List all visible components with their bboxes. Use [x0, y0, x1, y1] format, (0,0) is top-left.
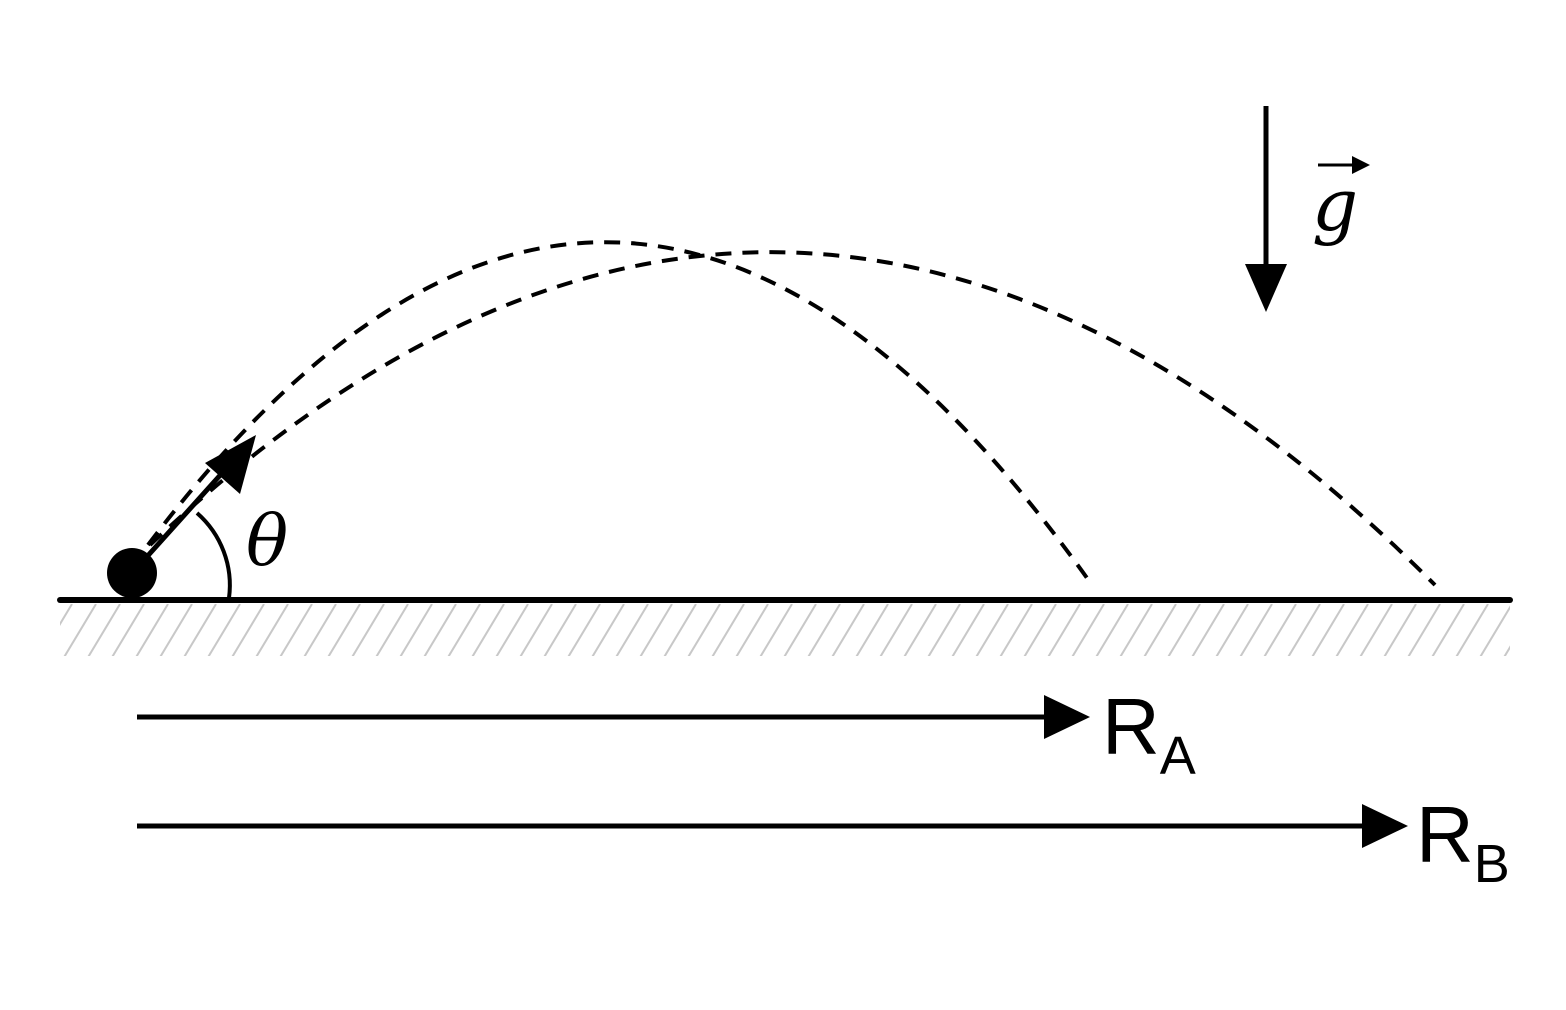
launch-velocity-arrowhead	[205, 435, 256, 494]
angle-arc	[195, 511, 232, 599]
gravity-label: g	[1312, 163, 1358, 247]
trajectory-b	[148, 250, 1437, 587]
range-a-arrowhead	[1044, 695, 1090, 739]
angle-label: θ	[246, 500, 288, 582]
range-a-subscript: A	[1160, 726, 1196, 786]
range-b-subscript: B	[1474, 834, 1510, 894]
range-a-label: RA	[1102, 682, 1196, 786]
launch-velocity-shaft	[133, 460, 234, 572]
projectile-ball	[107, 548, 157, 598]
trajectory-a	[146, 240, 1094, 587]
vector-overbar-arrowhead	[1352, 156, 1370, 174]
down-arrow-icon	[1245, 264, 1287, 312]
range-b-main: R	[1416, 790, 1474, 879]
range-b-label: RB	[1416, 790, 1510, 894]
ground-hatching	[60, 604, 1510, 656]
range-a-main: R	[1102, 682, 1160, 771]
range-b-arrowhead	[1362, 804, 1408, 848]
